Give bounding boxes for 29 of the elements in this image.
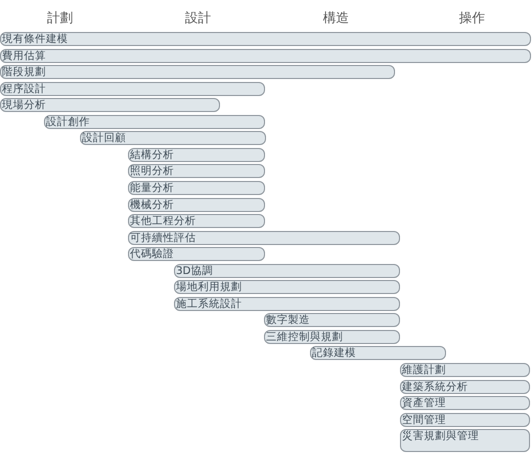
task-bar: 可持續性評估 bbox=[128, 230, 400, 245]
task-bar: 場地利用規劃 bbox=[174, 280, 400, 294]
task-bar: 數字製造 bbox=[264, 313, 400, 328]
phase-heading: 計劃 bbox=[46, 10, 74, 27]
task-bar: 結構分析 bbox=[128, 148, 265, 162]
task-bar: 空間管理 bbox=[400, 412, 530, 427]
task-bar: 現有條件建模 bbox=[0, 32, 531, 46]
task-bar: 3D協調 bbox=[174, 264, 400, 278]
task-bar: 資產管理 bbox=[400, 396, 530, 410]
phase-heading: 設計 bbox=[184, 10, 212, 27]
task-bar: 程序設計 bbox=[0, 82, 265, 96]
task-bar: 設計回顧 bbox=[80, 131, 266, 146]
task-bar: 施工系統設計 bbox=[174, 296, 400, 311]
task-bar: 其他工程分析 bbox=[128, 214, 265, 228]
task-bar: 階段規劃 bbox=[0, 65, 395, 80]
task-bar: 費用估算 bbox=[0, 48, 531, 63]
task-bar: 建築系統分析 bbox=[400, 380, 530, 394]
task-bar: 災害規劃與管理 bbox=[400, 429, 530, 452]
task-bar: 現場分析 bbox=[0, 98, 220, 112]
task-bar: 記錄建模 bbox=[310, 346, 446, 360]
phase-heading: 構造 bbox=[322, 10, 350, 27]
phase-heading: 操作 bbox=[458, 10, 486, 27]
task-bar: 維護計劃 bbox=[400, 363, 530, 377]
task-bar: 照明分析 bbox=[128, 164, 265, 178]
task-bar: 代碼驗證 bbox=[128, 247, 265, 262]
task-bar: 設計創作 bbox=[44, 114, 265, 129]
task-bar: 能量分析 bbox=[128, 180, 265, 195]
task-bar: 三維控制與規劃 bbox=[264, 330, 400, 344]
task-bar: 機械分析 bbox=[128, 198, 265, 212]
